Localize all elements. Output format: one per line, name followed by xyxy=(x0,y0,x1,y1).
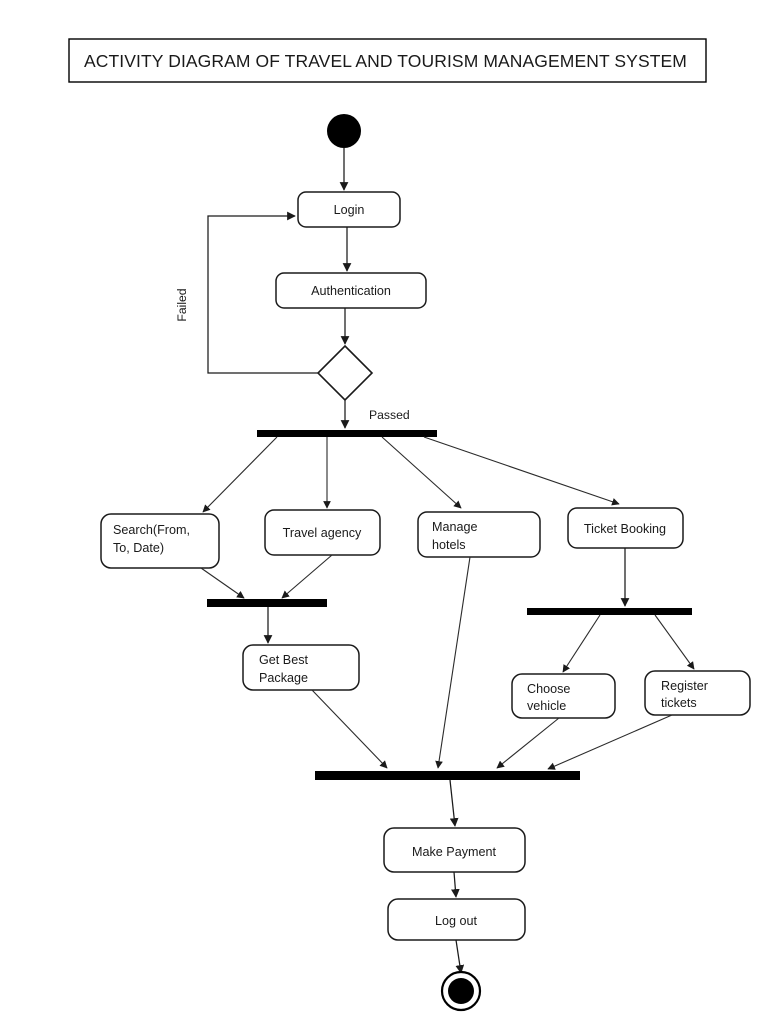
final-node-core xyxy=(448,978,474,1004)
edge-make-payment-to-log-out xyxy=(451,871,460,898)
edge-fork-right-to-register-tickets xyxy=(654,614,695,670)
node-login: Login xyxy=(297,191,401,228)
decision-diamond xyxy=(316,344,374,402)
edge-manage-hotels-to-join-final xyxy=(435,556,471,769)
node-search: Search(From, To, Date) xyxy=(100,513,220,569)
authentication-box xyxy=(275,272,427,309)
authentication-label: Authentication xyxy=(311,284,391,298)
edge-fork-to-ticket-booking xyxy=(423,436,620,506)
edge-label-passed: Passed xyxy=(369,408,410,422)
node-register-tickets: Register tickets xyxy=(644,670,751,716)
node-manage-hotels: Manage hotels xyxy=(417,511,541,558)
node-choose-vehicle: Choose vehicle xyxy=(511,673,616,719)
ticket-booking-label: Ticket Booking xyxy=(584,522,666,536)
edge-label-failed: Failed xyxy=(175,288,189,321)
edge-search-to-join-left xyxy=(200,567,245,599)
node-log-out: Log out xyxy=(387,898,526,941)
make-payment-label: Make Payment xyxy=(412,845,496,859)
title-box-border xyxy=(68,38,707,83)
edge-register-tickets-to-join-final xyxy=(547,714,673,770)
manage-hotels-label-line2: hotels xyxy=(432,538,466,552)
edge-travel-agency-to-join-left xyxy=(281,554,333,599)
node-get-best-package: Get Best Package xyxy=(242,644,360,691)
node-make-payment: Make Payment xyxy=(383,827,526,873)
join-bar-left xyxy=(207,599,327,607)
fork-bar-right xyxy=(527,608,692,615)
travel-agency-box xyxy=(264,509,381,556)
node-ticket-booking: Ticket Booking xyxy=(567,507,684,549)
get-best-package-label-line2: Package xyxy=(259,671,308,685)
login-label: Login xyxy=(334,203,365,217)
edge-get-best-package-to-join-final xyxy=(311,689,388,769)
node-authentication: Authentication xyxy=(275,272,427,309)
edge-fork-to-manage-hotels xyxy=(381,436,462,509)
travel-agency-label: Travel agency xyxy=(283,526,362,540)
title-box: ACTIVITY DIAGRAM OF TRAVEL AND TOURISM M… xyxy=(68,38,707,83)
end-node xyxy=(440,970,482,1012)
register-tickets-label-line2: tickets xyxy=(661,696,697,710)
edge-decision-failed-to-login xyxy=(207,211,318,374)
decision-node xyxy=(316,344,374,402)
start-node xyxy=(327,114,361,148)
register-tickets-box xyxy=(644,670,751,716)
initial-node-circle xyxy=(327,114,361,148)
edge-choose-vehicle-to-join-final xyxy=(496,717,560,769)
manage-hotels-box xyxy=(417,511,541,558)
get-best-package-label-line1: Get Best xyxy=(259,653,308,667)
fork-bar-main xyxy=(257,430,437,437)
search-box xyxy=(100,513,220,569)
login-box xyxy=(297,191,401,228)
choose-vehicle-box xyxy=(511,673,616,719)
manage-hotels-label-line1: Manage xyxy=(432,520,478,534)
search-label-line2: To, Date) xyxy=(113,541,164,555)
join-bar-final xyxy=(315,771,580,780)
edge-join-final-to-make-payment xyxy=(449,779,459,827)
log-out-label: Log out xyxy=(435,914,478,928)
get-best-package-box xyxy=(242,644,360,691)
node-travel-agency: Travel agency xyxy=(264,509,381,556)
edge-log-out-to-end xyxy=(455,939,465,974)
choose-vehicle-label-line2: vehicle xyxy=(527,699,566,713)
page-title: ACTIVITY DIAGRAM OF TRAVEL AND TOURISM M… xyxy=(84,51,687,71)
choose-vehicle-label-line1: Choose xyxy=(527,682,570,696)
edge-fork-right-to-choose-vehicle xyxy=(562,614,601,673)
search-label-line1: Search(From, xyxy=(113,523,190,537)
edge-fork-to-search xyxy=(202,436,278,513)
register-tickets-label-line1: Register xyxy=(661,679,708,693)
